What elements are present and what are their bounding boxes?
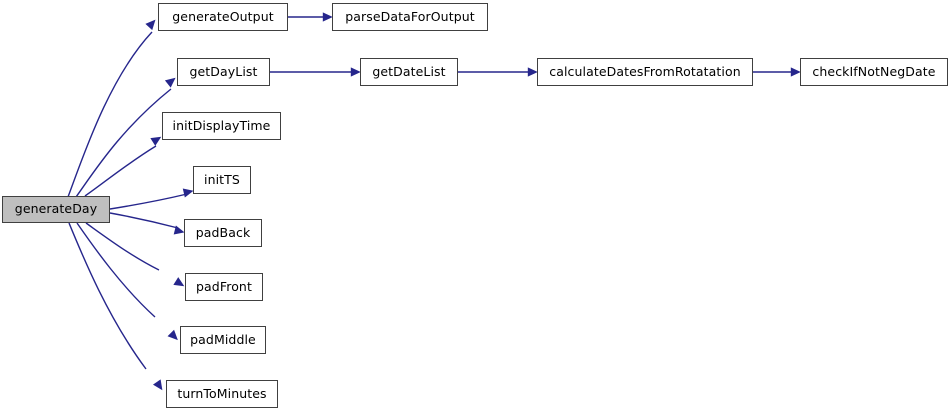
graph-edge-generateDay-to-padBack	[109, 212, 185, 235]
edge-line	[85, 222, 160, 271]
graph-node-padFront[interactable]: padFront	[185, 273, 263, 301]
graph-node-parseDataForOutput[interactable]: parseDataForOutput	[332, 3, 488, 31]
graph-edge-generateDay-to-padFront	[85, 222, 185, 287]
graph-node-label: checkIfNotNegDate	[812, 63, 936, 79]
edge-line	[109, 212, 179, 229]
graph-node-turnToMinutes[interactable]: turnToMinutes	[166, 380, 278, 408]
edge-line	[109, 193, 188, 210]
graph-edge-generateDay-to-initDisplayTime	[84, 136, 162, 197]
graph-node-label: getDateList	[372, 63, 446, 79]
graph-node-label: padBack	[195, 224, 251, 240]
graph-node-padBack[interactable]: padBack	[184, 219, 262, 247]
graph-node-label: getDayList	[189, 63, 258, 79]
graph-edge-generateOutput-to-parseDataForOutput	[288, 12, 333, 22]
edge-line	[75, 88, 172, 198]
graph-node-label: parseDataForOutput	[345, 8, 475, 24]
graph-node-label: padFront	[196, 278, 252, 294]
graph-node-label: padMiddle	[190, 331, 256, 347]
graph-edge-generateDay-to-turnToMinutes	[68, 222, 163, 391]
graph-edge-calculateDatesFromRotatation-to-checkIfNotNegDate	[753, 67, 801, 77]
edge-line	[68, 222, 147, 370]
edge-line	[67, 31, 153, 198]
edge-line	[84, 145, 157, 197]
graph-node-initTS[interactable]: initTS	[193, 166, 251, 194]
graph-node-generateDay[interactable]: generateDay	[2, 196, 110, 223]
graph-node-label: initTS	[204, 171, 240, 187]
edge-line	[76, 222, 156, 318]
graph-node-padMiddle[interactable]: padMiddle	[180, 326, 266, 354]
graph-node-getDateList[interactable]: getDateList	[360, 58, 458, 86]
graph-node-label: turnToMinutes	[177, 385, 267, 401]
graph-node-initDisplayTime[interactable]: initDisplayTime	[162, 112, 281, 140]
graph-edge-generateDay-to-padMiddle	[76, 222, 178, 341]
graph-node-checkIfNotNegDate[interactable]: checkIfNotNegDate	[800, 58, 948, 86]
graph-node-label: calculateDatesFromRotatation	[549, 63, 741, 79]
graph-edge-generateDay-to-generateOutput	[67, 19, 156, 198]
graph-node-generateOutput[interactable]: generateOutput	[158, 3, 288, 31]
arrowhead-icon	[145, 19, 156, 31]
graph-edge-getDateList-to-calculateDatesFromRotatation	[458, 67, 538, 77]
arrowhead-icon	[152, 379, 163, 391]
graph-node-label: initDisplayTime	[172, 117, 271, 133]
graph-node-label: generateDay	[14, 201, 98, 217]
graph-edge-generateDay-to-initTS	[109, 188, 194, 210]
graph-node-label: generateOutput	[172, 8, 274, 24]
graph-node-getDayList[interactable]: getDayList	[177, 58, 270, 86]
graph-node-calculateDatesFromRotatation[interactable]: calculateDatesFromRotatation	[537, 58, 753, 86]
graph-edge-getDayList-to-getDateList	[270, 67, 361, 77]
